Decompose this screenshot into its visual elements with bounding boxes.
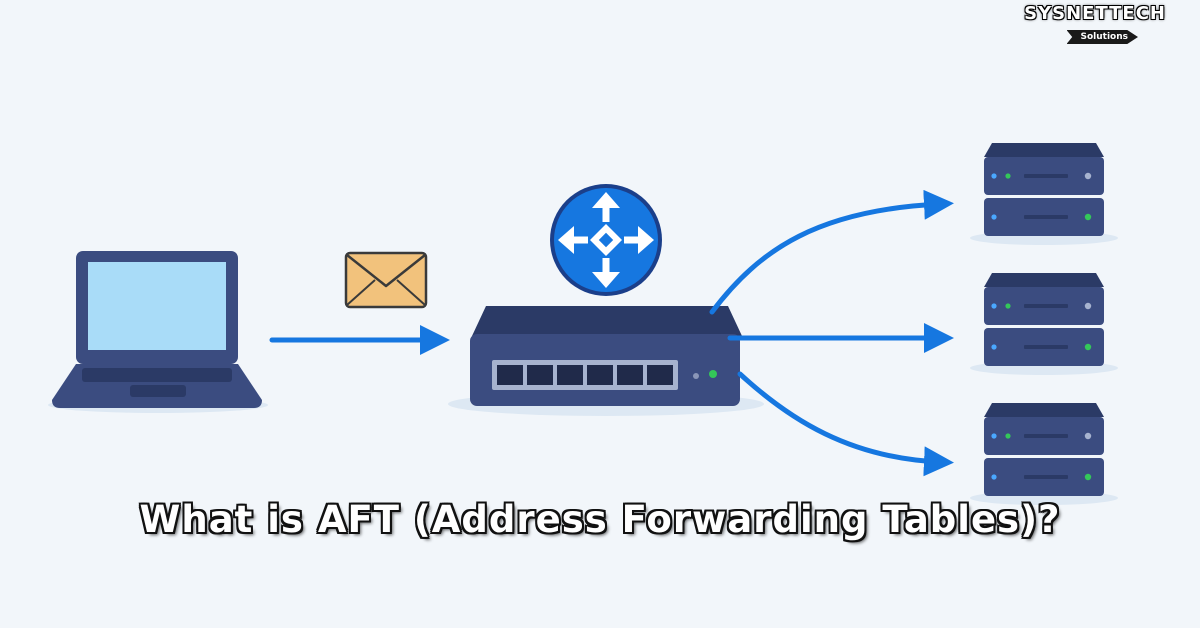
server-icon (970, 403, 1118, 505)
server-icon (970, 273, 1118, 375)
router-icon (550, 184, 662, 296)
envelope-icon (344, 251, 428, 309)
switch-icon (448, 306, 764, 416)
server-icon (970, 143, 1118, 245)
arrow-switch-to-server-1 (709, 189, 954, 315)
page-title: What is AFT (Address Forwarding Tables)? (139, 498, 1061, 541)
sysnettech-logo: SYSNETTECH Solutions (1016, 4, 1166, 48)
logo-sub: Solutions (1066, 30, 1138, 44)
laptop-icon (48, 251, 268, 413)
logo-brand: SYSNETTECH (1024, 3, 1166, 24)
arrow-switch-to-server-3 (737, 371, 954, 477)
switch-ports (492, 360, 678, 390)
